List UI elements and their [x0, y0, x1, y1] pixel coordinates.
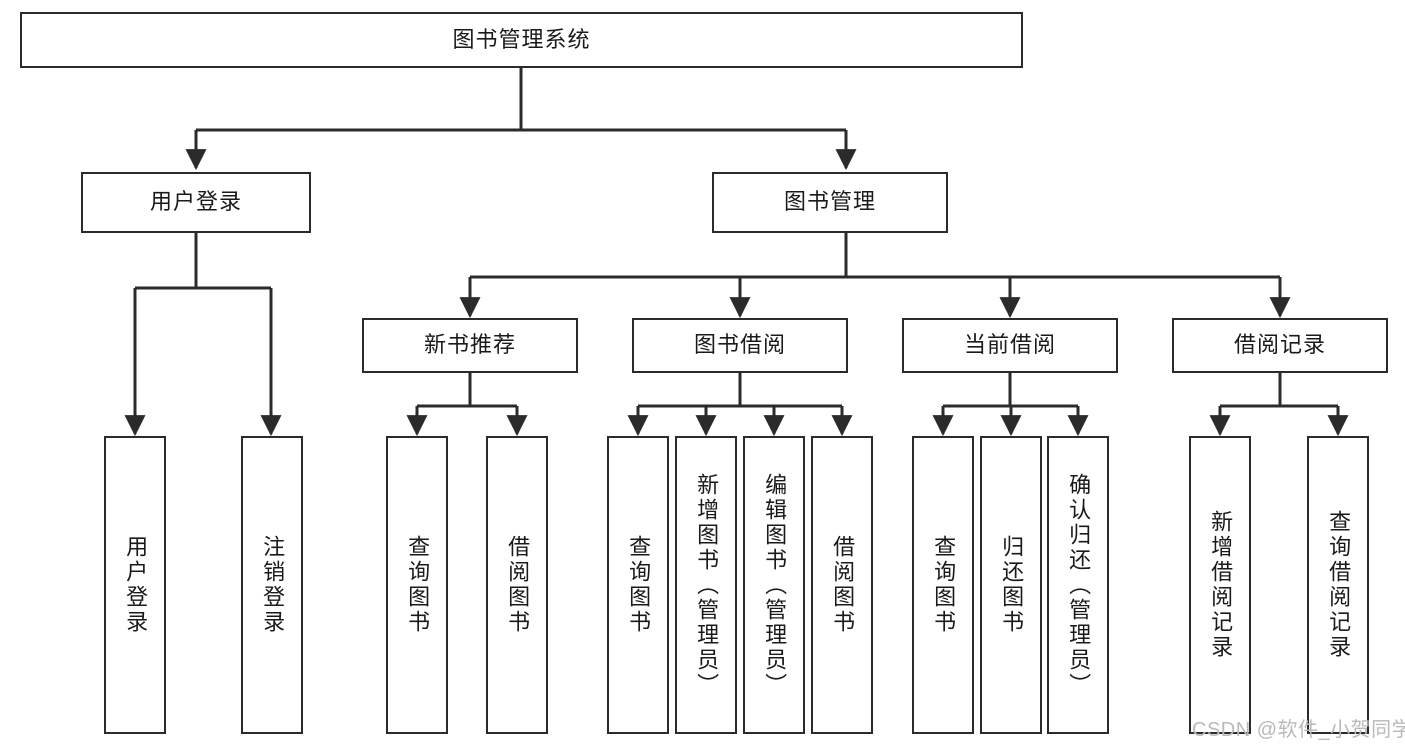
node-current-borrow[interactable]: 当前借阅 [902, 318, 1118, 373]
node-leaf-edit-book-label: 编辑图书（管理员） [762, 472, 788, 698]
node-leaf-confirm-return-label: 确认归还（管理员） [1066, 472, 1092, 698]
node-root[interactable]: 图书管理系统 [20, 12, 1023, 68]
node-leaf-logout[interactable]: 注销登录 [241, 436, 303, 734]
node-leaf-user-login[interactable]: 用户登录 [104, 436, 166, 734]
node-book-management-label: 图书管理 [783, 189, 876, 215]
node-leaf-query-record[interactable]: 查询借阅记录 [1307, 436, 1369, 734]
node-book-borrow[interactable]: 图书借阅 [632, 318, 848, 373]
node-leaf-borrow-book-1[interactable]: 借阅图书 [486, 436, 548, 734]
node-leaf-query-book-1-label: 查询图书 [405, 535, 431, 635]
node-root-label: 图书管理系统 [452, 26, 591, 52]
node-leaf-borrow-book-1-label: 借阅图书 [505, 535, 531, 635]
node-leaf-return-book-label: 归还图书 [999, 535, 1025, 635]
node-book-borrow-label: 图书借阅 [693, 332, 786, 358]
node-borrow-record-label: 借阅记录 [1233, 332, 1326, 358]
node-leaf-query-book-1[interactable]: 查询图书 [386, 436, 448, 734]
node-leaf-query-book-3-label: 查询图书 [931, 535, 957, 635]
node-leaf-confirm-return[interactable]: 确认归还（管理员） [1047, 436, 1109, 734]
node-borrow-record[interactable]: 借阅记录 [1172, 318, 1388, 373]
node-user-login-label: 用户登录 [149, 189, 242, 215]
node-leaf-query-record-label: 查询借阅记录 [1326, 510, 1352, 660]
node-user-login[interactable]: 用户登录 [81, 172, 311, 233]
node-leaf-edit-book[interactable]: 编辑图书（管理员） [743, 436, 805, 734]
node-leaf-add-book[interactable]: 新增图书（管理员） [675, 436, 737, 734]
node-leaf-query-book-2[interactable]: 查询图书 [607, 436, 669, 734]
node-leaf-add-record[interactable]: 新增借阅记录 [1189, 436, 1251, 734]
csdn-watermark: CSDN @软件_小贺同学 [1192, 719, 1405, 741]
node-leaf-query-book-3[interactable]: 查询图书 [912, 436, 974, 734]
node-new-book-recommend-label: 新书推荐 [423, 332, 516, 358]
node-leaf-borrow-book-2[interactable]: 借阅图书 [811, 436, 873, 734]
node-leaf-borrow-book-2-label: 借阅图书 [830, 535, 856, 635]
node-new-book-recommend[interactable]: 新书推荐 [362, 318, 578, 373]
node-book-management[interactable]: 图书管理 [712, 172, 948, 233]
node-leaf-add-record-label: 新增借阅记录 [1208, 510, 1234, 660]
node-leaf-return-book[interactable]: 归还图书 [980, 436, 1042, 734]
node-current-borrow-label: 当前借阅 [963, 332, 1056, 358]
node-leaf-logout-label: 注销登录 [260, 535, 286, 635]
node-leaf-add-book-label: 新增图书（管理员） [694, 472, 720, 698]
node-leaf-query-book-2-label: 查询图书 [626, 535, 652, 635]
node-leaf-user-login-label: 用户登录 [123, 535, 149, 635]
